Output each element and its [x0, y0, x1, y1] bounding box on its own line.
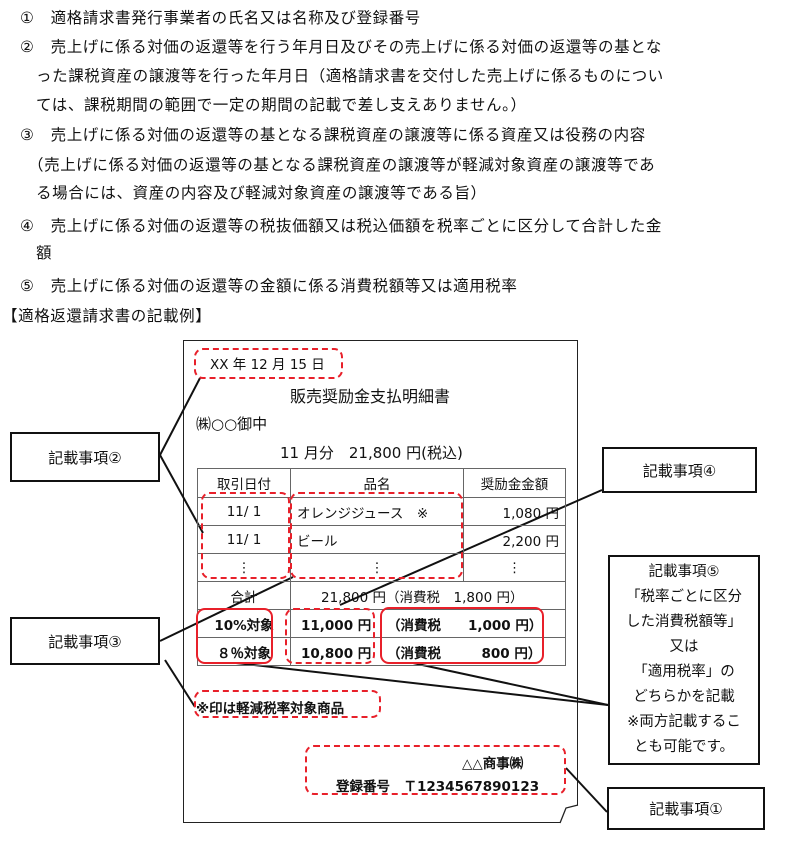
callout-3: 記載事項③	[10, 617, 160, 665]
callout-5-line: した消費税額等」	[626, 614, 742, 630]
rate-amount: 11,000 円	[301, 617, 372, 634]
total-label: 合計	[197, 581, 291, 610]
callout-2: 記載事項②	[10, 432, 160, 482]
cell-date: 11/ 1	[197, 497, 291, 526]
callout-4: 記載事項④	[602, 447, 757, 493]
doc-title: 販売奨励金支払明細書	[290, 387, 451, 406]
rate-row-8: ８％対象 10,800 円 （消費税 800 円）	[197, 637, 566, 666]
callout-5-line: 「適用税率」の	[633, 664, 735, 680]
section-heading: 【適格返還請求書の記載例】	[2, 307, 212, 325]
issuer-name: △△商事㈱	[462, 756, 524, 772]
registration-number: 登録番号 Ｔ1234567890123	[336, 779, 540, 795]
callout-5-line: 又は	[669, 639, 699, 655]
total-value: 21,800 円（消費税 1,800 円）	[290, 581, 566, 610]
total-row: 合計 21,800 円（消費税 1,800 円）	[197, 581, 566, 610]
rate-tax: （消費税 800 円）	[387, 645, 542, 662]
item-3-cont: （売上げに係る対価の返還等の基となる課税資産の譲渡等が軽減対象資産の譲渡等であ	[28, 156, 656, 174]
item-4-cont: 額	[36, 244, 53, 262]
highlight-issuer	[305, 745, 566, 795]
callout-5-title: 記載事項⑤	[648, 564, 720, 580]
rate-tax: （消費税 1,000 円）	[387, 617, 543, 634]
cell-amount: ⋮	[463, 553, 566, 582]
doc-date: XX 年 12 月 15 日	[210, 357, 325, 373]
header-amount: 奨励金金額	[463, 468, 566, 498]
item-4: ④ 売上げに係る対価の返還等の税抜価額又は税込価額を税率ごとに区分して合計した金	[20, 217, 662, 235]
item-2-cont: った課税資産の譲渡等を行った年月日（適格請求書を交付した売上げに係るものについ	[36, 67, 664, 85]
cell-amount: 1,080 円	[463, 497, 566, 526]
doc-summary: 11 月分 21,800 円(税込)	[280, 444, 463, 462]
highlight-date	[194, 348, 343, 379]
table-row: 11/ 1 オレンジジュース ※ 1,080 円	[197, 497, 566, 526]
callout-5-line: とも可能です。	[633, 739, 735, 755]
item-2-cont2: ては、課税期間の範囲で一定の期間の記載で差し支えありません。）	[36, 96, 527, 114]
callout-1: 記載事項①	[607, 787, 765, 830]
callout-5-line: ※両方記載するこ	[627, 714, 741, 730]
highlight-item-names	[290, 492, 463, 579]
doc-addressee: ㈱○○御中	[196, 415, 268, 433]
highlight-rate-amounts	[285, 608, 375, 664]
item-3-cont2: る場合には、資産の内容及び軽減対象資産の譲渡等である旨）	[36, 184, 487, 202]
callout-5-line: 「税率ごとに区分	[626, 589, 742, 605]
highlight-rate-labels	[196, 608, 273, 664]
reduced-rate-note: ※印は軽減税率対象商品	[196, 701, 345, 717]
highlight-tax-amounts	[380, 607, 544, 664]
item-5: ⑤ 売上げに係る対価の返還等の金額に係る消費税額等又は適用税率	[20, 277, 518, 295]
item-3: ③ 売上げに係る対価の返還等の基となる課税資産の譲渡等に係る資産又は役務の内容	[20, 126, 646, 144]
highlight-transaction-dates	[201, 492, 290, 579]
cell-amount: 2,200 円	[463, 525, 566, 554]
rate-amount: 10,800 円	[301, 645, 372, 662]
folded-corner-icon	[559, 804, 579, 824]
callout-5: 記載事項⑤ 「税率ごとに区分 した消費税額等」 又は 「適用税率」の どちらかを…	[608, 555, 760, 765]
callout-5-line: どちらかを記載	[633, 689, 735, 705]
highlight-note	[194, 690, 381, 718]
cell-item: ビール	[290, 525, 464, 554]
rate-values: 11,000 円 （消費税 1,000 円）	[290, 609, 566, 638]
item-2: ② 売上げに係る対価の返還等を行う年月日及びその売上げに係る対価の返還等の基とな	[20, 38, 662, 56]
rate-values: 10,800 円 （消費税 800 円）	[290, 637, 566, 666]
item-1: ① 適格請求書発行事業者の氏名又は名称及び登録番号	[20, 9, 421, 27]
cell-date: 11/ 1	[197, 525, 291, 554]
rate-label: ８％対象	[197, 637, 291, 666]
